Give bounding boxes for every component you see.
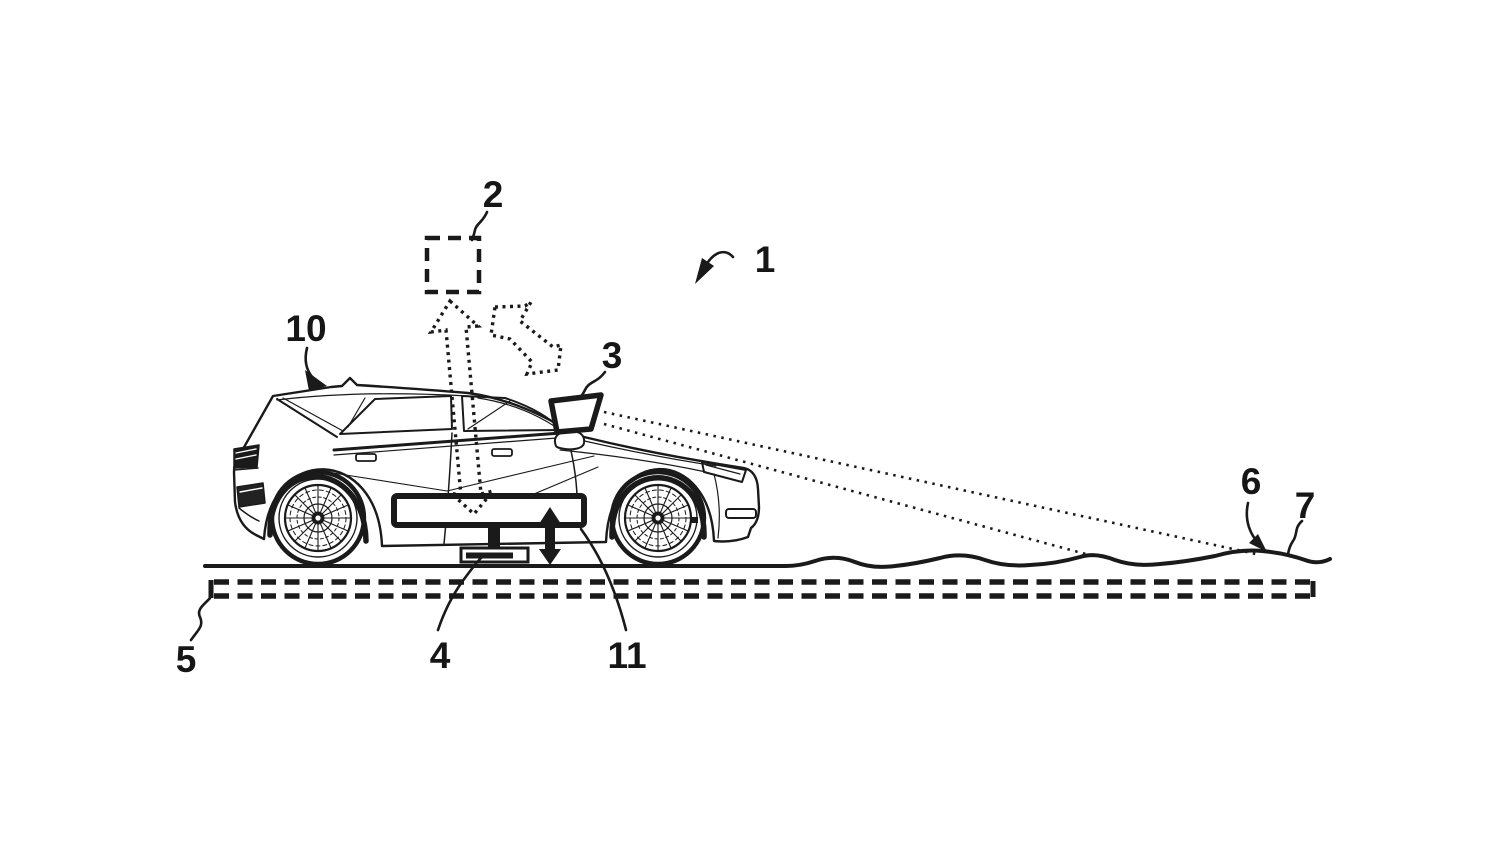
ref-label-7: 7 [1295,485,1316,526]
windshield-camera-sensor [548,392,604,435]
front-door-handle [491,448,513,457]
arrowheads [305,258,1267,552]
front-sensor-dot [691,517,698,523]
ref-label-11: 11 [607,635,646,676]
front-window [461,395,563,432]
control-unit-dashed-box [424,235,482,295]
arrow-1-head [695,258,714,284]
leader-11 [579,527,628,632]
ref-label-5: 5 [176,639,197,680]
ref-label-6: 6 [1241,461,1262,502]
height-double-arrow [539,507,561,565]
road-surface-line [203,548,1332,569]
arrow-10-head [305,370,327,391]
leader-3 [576,370,607,401]
vertical-signal-arrow [427,298,498,517]
subsurface-dashed-layer [208,579,1316,599]
reference-numerals: 1 2 3 4 5 6 7 10 11 [176,174,1316,680]
rear-door-handle [355,453,377,462]
leader-5 [189,596,212,642]
leader-4 [436,556,483,632]
arrow-6-head [1249,534,1267,552]
ground-probe-device [459,525,530,564]
rear-reflector [236,482,266,508]
leader-2 [470,210,489,242]
front-bumper-slot [725,508,757,519]
front-wheel [609,469,707,567]
front-wheel-arch [609,475,707,540]
car-body-outline [232,376,761,548]
arrow-1-shaft [706,250,735,264]
ref-label-1: 1 [755,239,776,280]
vehicle-drawing [232,376,761,567]
ref-label-4: 4 [430,635,451,676]
headlight [701,461,747,483]
ref-label-10: 10 [285,308,326,349]
rear-wheel [269,469,367,567]
leader-7 [1286,519,1304,556]
arrow-6-shaft [1245,501,1257,541]
reference-leaders [189,210,1304,642]
rear-window [339,395,453,435]
reflected-signal-arrow [489,300,563,377]
ref-label-3: 3 [602,335,623,376]
ref-label-2: 2 [483,174,504,215]
